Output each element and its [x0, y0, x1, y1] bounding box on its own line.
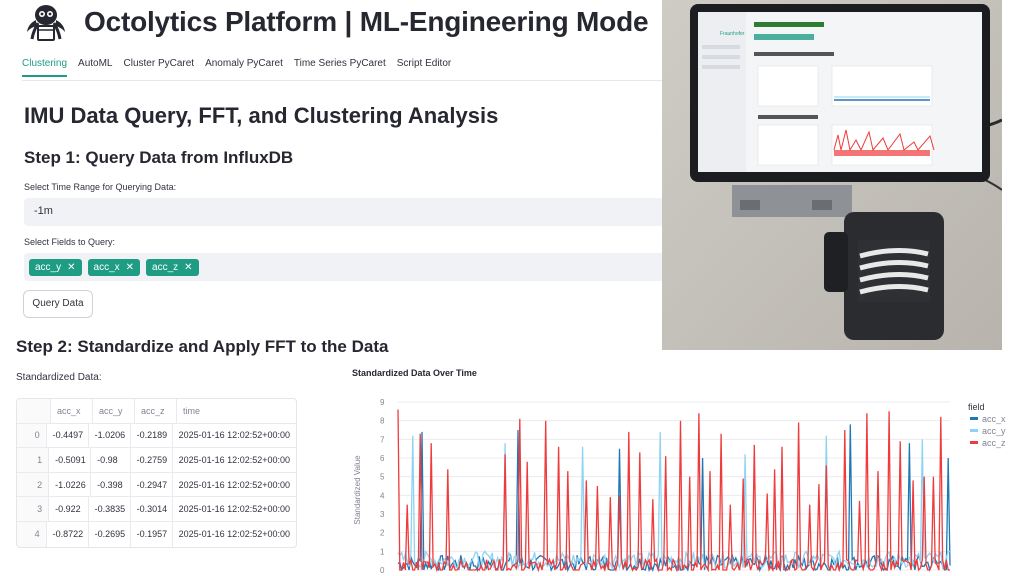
tabs-divider [22, 80, 662, 81]
y-tick-label: 8 [380, 417, 385, 426]
column-header[interactable]: acc_x [51, 399, 93, 423]
series-line-acc-x[interactable] [397, 424, 951, 573]
table-cell: -1.0206 [89, 423, 131, 448]
table-cell: 2025-01-16 12:02:52+00:00 [178, 430, 290, 441]
y-tick-label: 3 [380, 510, 385, 519]
fields-label: Select Fields to Query: [24, 237, 116, 247]
tab-anomaly-pycaret[interactable]: Anomaly PyCaret [205, 58, 283, 69]
field-chip-acc-z[interactable]: acc_z✕ [146, 258, 199, 276]
brand-text: Fraunhofer [720, 31, 745, 37]
table-cell: -0.98 [91, 448, 131, 472]
fields-multiselect[interactable]: acc_y✕ acc_x✕ acc_z✕ [24, 253, 664, 281]
table-cell: 2025-01-16 12:02:52+00:00 [178, 454, 290, 465]
table-cell: -0.1957 [131, 521, 173, 547]
table-row: 0 -0.4497 -1.0206 -0.2189 2025-01-16 12:… [17, 423, 296, 449]
index-header [17, 399, 51, 423]
table-cell: -0.922 [49, 497, 89, 521]
tab-script-editor[interactable]: Script Editor [396, 58, 452, 69]
step2-heading: Step 2: Standardize and Apply FFT to the… [16, 337, 389, 356]
chart-series [397, 409, 951, 573]
y-tick-label: 2 [380, 529, 385, 538]
tab-automl[interactable]: AutoML [78, 58, 113, 69]
series-line-acc-z[interactable] [397, 409, 950, 573]
step1-heading: Step 1: Query Data from InfluxDB [24, 148, 294, 167]
table-row: 4 -0.8722 -0.2695 -0.1957 2025-01-16 12:… [17, 521, 296, 547]
app-title: Octolytics Platform | ML-Engineering Mod… [84, 6, 649, 37]
table-cell: 2025-01-16 12:02:52+00:00 [178, 479, 290, 490]
table-row: 2 -1.0226 -0.398 -0.2947 2025-01-16 12:0… [17, 472, 296, 498]
table-cell: -1.0226 [49, 472, 92, 497]
row-index: 1 [17, 448, 50, 472]
column-header[interactable]: time [183, 405, 201, 416]
tab-bar: Clustering AutoML Cluster PyCaret Anomal… [22, 58, 451, 77]
page-title: IMU Data Query, FFT, and Clustering Anal… [24, 103, 499, 128]
legend-title: field [968, 402, 985, 412]
device-photo: Fraunhofer [662, 0, 1002, 350]
field-chip-acc-x[interactable]: acc_x✕ [87, 258, 141, 276]
tab-cluster-pycaret[interactable]: Cluster PyCaret [123, 58, 195, 69]
row-index: 2 [17, 472, 50, 497]
time-range-label: Select Time Range for Querying Data: [24, 182, 177, 192]
table-cell: -0.2189 [131, 423, 173, 448]
legend-swatch [970, 441, 978, 444]
y-tick-label: 1 [380, 547, 385, 556]
table-cell: 2025-01-16 12:02:52+00:00 [178, 504, 290, 515]
table-cell: -0.398 [91, 472, 131, 497]
legend-label[interactable]: acc_y [982, 426, 1006, 436]
legend-label[interactable]: acc_x [982, 414, 1006, 424]
tab-clustering[interactable]: Clustering [22, 58, 68, 77]
table-cell: -0.2695 [89, 521, 131, 547]
row-index: 0 [17, 423, 47, 448]
y-axis-ticks: 0 1 2 3 4 5 6 7 8 9 [380, 398, 385, 575]
column-header[interactable]: acc_y [93, 399, 135, 423]
remove-chip-icon[interactable]: ✕ [67, 261, 76, 273]
legend-swatch [970, 417, 978, 420]
y-axis-label: Standardized Value [353, 455, 362, 525]
chart-title: Standardized Data Over Time [352, 368, 477, 378]
remove-chip-icon[interactable]: ✕ [184, 261, 193, 273]
standardized-data-table[interactable]: acc_x acc_y acc_z time 0 -0.4497 -1.0206… [16, 398, 297, 548]
y-tick-label: 4 [380, 491, 385, 500]
table-cell: -0.3835 [89, 497, 131, 521]
row-index: 3 [17, 497, 50, 521]
remove-chip-icon[interactable]: ✕ [125, 261, 135, 273]
table-row: 3 -0.922 -0.3835 -0.3014 2025-01-16 12:0… [17, 497, 296, 522]
chart-legend[interactable]: field acc_x acc_y acc_z [968, 402, 1006, 448]
octopus-logo-icon [27, 5, 65, 41]
row-index: 4 [17, 521, 47, 547]
table-cell: -0.2947 [131, 472, 173, 497]
tab-time-series-pycaret[interactable]: Time Series PyCaret [293, 58, 386, 69]
table-row: 1 -0.5091 -0.98 -0.2759 2025-01-16 12:02… [17, 448, 296, 473]
legend-label[interactable]: acc_z [982, 438, 1006, 448]
y-tick-label: 5 [380, 473, 385, 482]
standardized-data-label: Standardized Data: [16, 372, 102, 383]
query-data-button[interactable]: Query Data [23, 290, 93, 318]
table-cell: -0.5091 [49, 448, 92, 472]
table-cell: -0.8722 [47, 521, 89, 547]
y-tick-label: 6 [380, 454, 385, 463]
standardized-data-chart[interactable]: 0 1 2 3 4 5 6 7 8 9 Standardized Value field acc_… [348, 392, 1024, 576]
table-cell: -0.3014 [131, 497, 173, 521]
column-header[interactable]: acc_z [135, 399, 177, 423]
y-tick-label: 0 [380, 566, 385, 575]
table-cell: -0.4497 [47, 423, 89, 448]
time-range-input[interactable]: -1m [24, 198, 664, 226]
legend-swatch [970, 429, 978, 432]
series-line-acc-y[interactable] [397, 431, 951, 571]
field-chip-acc-y[interactable]: acc_y✕ [29, 258, 82, 276]
table-cell: -0.2759 [131, 448, 173, 472]
table-header-row: acc_x acc_y acc_z time [17, 399, 296, 424]
y-tick-label: 7 [380, 435, 385, 444]
table-cell: 2025-01-16 12:02:52+00:00 [178, 529, 290, 540]
y-tick-label: 9 [380, 398, 385, 407]
